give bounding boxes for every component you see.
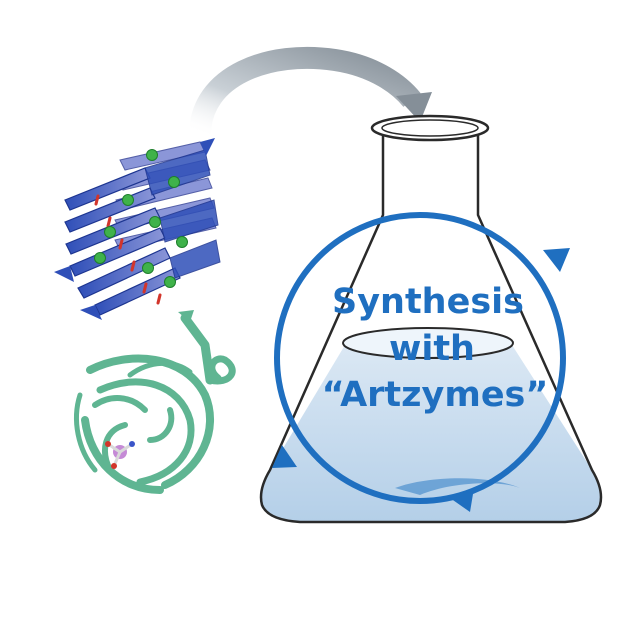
flask-body-outline bbox=[259, 135, 603, 524]
metal-cofactor bbox=[105, 441, 135, 469]
caption-line-3: “Artzymes” bbox=[322, 375, 549, 415]
strand-arrowheads bbox=[54, 138, 215, 320]
circular-cycle-arrows-icon bbox=[272, 212, 570, 512]
cycle-arrowhead-right bbox=[543, 248, 570, 272]
side-chain-sticks bbox=[94, 194, 162, 305]
liquid-surface bbox=[342, 327, 514, 359]
beta-strands-side bbox=[144, 149, 221, 279]
caption-line-2: with bbox=[389, 329, 475, 369]
beta-helix-protein-icon bbox=[54, 138, 221, 320]
cycle-arrowhead-left bbox=[272, 445, 297, 468]
curved-gray-arrow-icon bbox=[189, 46, 432, 136]
calcium-ions bbox=[94, 149, 188, 288]
beta-barrel-protein-icon bbox=[74, 310, 236, 494]
flask-liquid bbox=[261, 345, 601, 522]
caption-line-1: Synthesis bbox=[332, 282, 524, 322]
cycle-arrowhead-bottom bbox=[450, 488, 474, 512]
caption: Synthesis with “Artzymes” bbox=[322, 282, 549, 415]
